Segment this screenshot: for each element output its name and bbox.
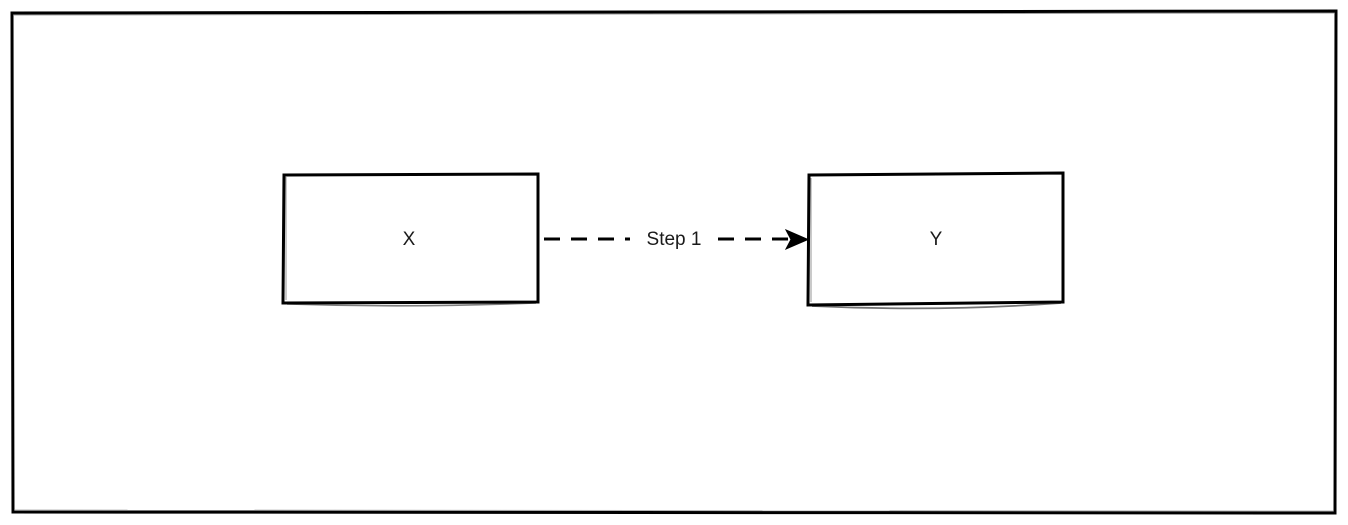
outer-border bbox=[12, 11, 1336, 513]
edge-label-step-1: Step 1 bbox=[647, 229, 702, 250]
node-x[interactable]: X bbox=[281, 172, 540, 307]
node-y-label: Y bbox=[930, 229, 943, 250]
arrowhead-icon bbox=[784, 228, 810, 251]
node-y[interactable]: Y bbox=[806, 171, 1065, 310]
edge-label-backdrop bbox=[630, 226, 718, 253]
edge-x-to-y[interactable]: Step 1 bbox=[544, 226, 810, 253]
node-x-label: X bbox=[403, 229, 416, 250]
